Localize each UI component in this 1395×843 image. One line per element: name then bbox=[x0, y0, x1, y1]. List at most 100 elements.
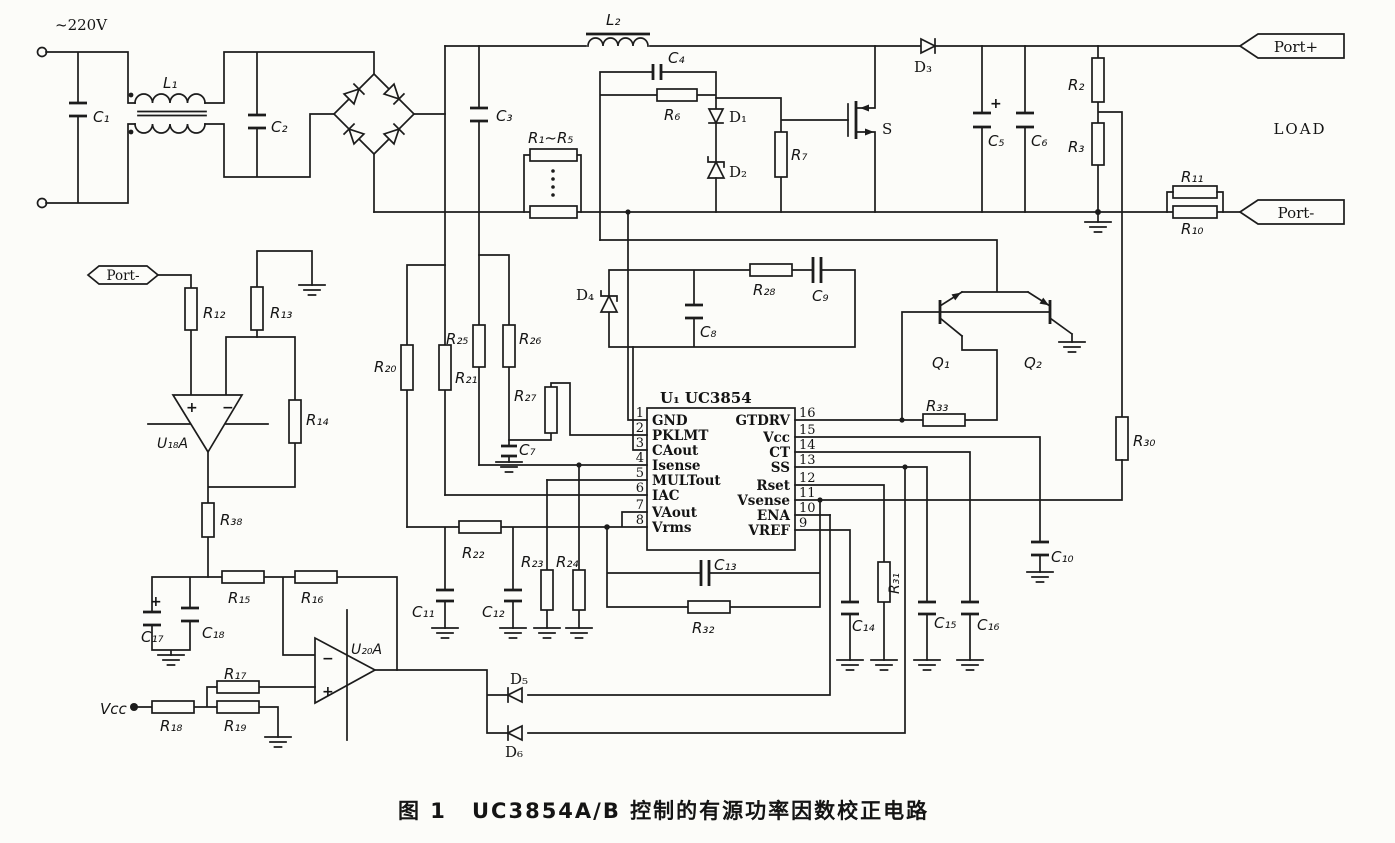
capacitor-C9 bbox=[811, 257, 823, 283]
resistor-R33 bbox=[922, 413, 966, 427]
C9-label: C₉ bbox=[812, 287, 829, 305]
resistor-R38 bbox=[201, 502, 215, 538]
opamp-U20A bbox=[314, 636, 377, 705]
C5-label: C₅ bbox=[988, 132, 1005, 150]
R20-label: R₂₀ bbox=[374, 358, 396, 376]
resistor-R7 bbox=[774, 131, 788, 178]
capacitor-C15 bbox=[918, 600, 936, 616]
resistor-R15 bbox=[221, 570, 265, 584]
C17-plus-sign: + bbox=[150, 594, 162, 610]
diode-D6 bbox=[507, 725, 523, 741]
pin-name-vref: VREF bbox=[747, 523, 790, 539]
R19-label: R₁₉ bbox=[224, 717, 246, 735]
C5-plus-sign: + bbox=[990, 96, 1002, 112]
ground-Q2 bbox=[1058, 341, 1086, 353]
resistor-R31 bbox=[877, 561, 891, 603]
C14-label: C₁₄ bbox=[852, 617, 875, 635]
pin-name-caout: CAout bbox=[652, 443, 699, 459]
R11-label: R₁₁ bbox=[1181, 168, 1203, 186]
resistor-R17 bbox=[216, 680, 260, 694]
D4-label: D₄ bbox=[576, 286, 594, 304]
R6-label: R₆ bbox=[664, 106, 680, 124]
resistor-R19 bbox=[216, 700, 260, 714]
svg-text:Port+: Port+ bbox=[1274, 38, 1318, 56]
bridge-rectifier bbox=[332, 72, 446, 213]
resistor-R27 bbox=[544, 386, 558, 434]
capacitor-C8 bbox=[685, 303, 703, 320]
pin-name-vaout: VAout bbox=[651, 505, 698, 521]
R31-label: R₃₁ bbox=[887, 573, 903, 594]
pin-name-gnd: GND bbox=[652, 413, 688, 429]
L1-label: L₁ bbox=[163, 74, 177, 92]
pin-num-9: 9 bbox=[799, 516, 807, 531]
R15-label: R₁₅ bbox=[228, 589, 250, 607]
R23-label: R₂₃ bbox=[521, 553, 543, 571]
pin-name-vsense: Vsense bbox=[736, 493, 790, 509]
ground-output bbox=[1084, 221, 1112, 233]
capacitor-C6 bbox=[1016, 111, 1034, 129]
resistor-R13 bbox=[250, 286, 264, 331]
resistor-R32 bbox=[687, 600, 731, 614]
ground-C15 bbox=[913, 659, 941, 671]
pin-name-ena: ENA bbox=[757, 508, 791, 524]
inductor-L2 bbox=[586, 32, 650, 47]
ic-title: U₁ UC3854 bbox=[660, 389, 752, 407]
resistor-R25 bbox=[472, 324, 486, 368]
left-networks: R₂₀ R₂₁ R₂₅ R₂₆ R₂₇ C₇ R₂₂ C₁₁ C₁₂ R₂₃ R… bbox=[374, 209, 648, 639]
C11-label: C₁₁ bbox=[412, 603, 435, 621]
D5-label: D₅ bbox=[510, 670, 528, 688]
ground-R23 bbox=[533, 627, 561, 639]
R26-label: R₂₆ bbox=[519, 330, 541, 348]
mosfet-S bbox=[847, 45, 876, 213]
pin-num-6: 6 bbox=[636, 481, 644, 496]
U18A-label: U₁₈A bbox=[157, 436, 188, 452]
pin-num-10: 10 bbox=[799, 501, 816, 516]
ground-C16 bbox=[956, 659, 984, 671]
ground-R24 bbox=[565, 627, 593, 639]
C18-label: C₁₈ bbox=[202, 624, 225, 642]
pin-name-gtdrv: GTDRV bbox=[736, 413, 791, 429]
C15-label: C₁₅ bbox=[934, 614, 957, 632]
vcc-label: Vcc bbox=[100, 700, 128, 718]
C6-label: C₆ bbox=[1031, 132, 1048, 150]
resistor-R24 bbox=[572, 569, 586, 611]
R1-R5-label: R₁~R₅ bbox=[528, 129, 573, 147]
pin-num-13: 13 bbox=[799, 453, 816, 468]
pin-num-12: 12 bbox=[799, 471, 816, 486]
R24-label: R₂₄ bbox=[556, 553, 578, 571]
resistor-R16 bbox=[294, 570, 338, 584]
transistor-Q2 bbox=[1026, 290, 1074, 343]
svg-text:Port-: Port- bbox=[1278, 204, 1315, 222]
ground-C17-C18 bbox=[157, 654, 185, 666]
R12-label: R₁₂ bbox=[203, 304, 225, 322]
u20a-amplifier: + C₁₇ C₁₈ R₁₅ R₁₆ − + U₂₀A R₁₇ R₁₈ R₁₉ V… bbox=[100, 464, 908, 761]
pin-num-5: 5 bbox=[636, 466, 644, 481]
voltage-comp-network: C₁₃ R₃₂ bbox=[606, 497, 823, 637]
output-section: + C₅ C₆ R₂ R₃ R₁₁ R₁₀ Port+ Port- LOAD bbox=[973, 33, 1345, 418]
vcc-terminal bbox=[130, 703, 138, 711]
C8-label: C₈ bbox=[700, 323, 717, 341]
resistor-R22 bbox=[458, 520, 502, 534]
Q1-label: Q₁ bbox=[932, 354, 950, 372]
pin-name-vrms: Vrms bbox=[651, 520, 692, 536]
ground-C12 bbox=[499, 627, 527, 639]
pin-num-8: 8 bbox=[636, 513, 644, 528]
resistor-R12 bbox=[184, 287, 198, 331]
capacitor-C10 bbox=[1031, 540, 1049, 557]
pin-name-ct: CT bbox=[769, 445, 790, 461]
port-minus-tag-right: Port- bbox=[1238, 199, 1345, 225]
boost-stage: L₂ C₃ R₁~R₅ C₄ R₆ D₁ D₂ R₇ bbox=[470, 11, 936, 256]
diode-D3 bbox=[920, 38, 936, 54]
ground-C7 bbox=[495, 461, 523, 473]
ground-R13 bbox=[298, 284, 326, 296]
R28-label: R₂₈ bbox=[753, 281, 775, 299]
ground-R19 bbox=[264, 736, 292, 748]
pin-name-iac: IAC bbox=[652, 488, 680, 504]
pin-name-multout: MULTout bbox=[652, 473, 721, 489]
ss-junction bbox=[902, 464, 908, 470]
diode-D1 bbox=[708, 108, 724, 124]
resistor-R20 bbox=[400, 344, 414, 391]
C16-label: C₁₆ bbox=[977, 616, 1000, 634]
caption-fig-number: 图 1 bbox=[398, 799, 447, 823]
